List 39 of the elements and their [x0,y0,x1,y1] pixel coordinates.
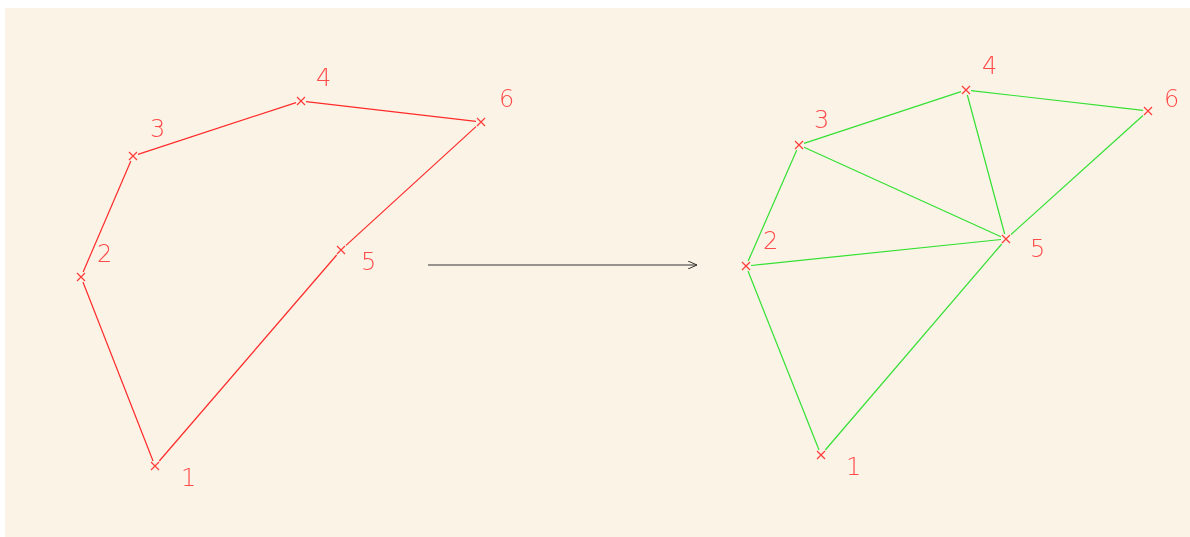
polygon-edge [750,238,1002,267]
polygon-edge [747,270,820,451]
point-marker [128,151,138,161]
polygon-edge [1010,114,1144,236]
point-label: 5 [361,250,377,274]
point-label: 4 [982,54,998,78]
point-marker [741,261,751,271]
polygon-edge [747,149,798,262]
polygon-edge [803,91,962,144]
polygon-edge [305,101,477,122]
point-marker [1001,234,1011,244]
point-label: 3 [150,117,166,141]
point-marker [150,461,160,471]
point-marker [1143,106,1153,116]
point-label: 3 [814,108,830,132]
point-label: 6 [499,87,515,111]
point-label: 2 [763,229,779,253]
polygon-edge [82,281,154,462]
point-label: 6 [1164,87,1180,111]
polygon-edge [966,94,1006,235]
point-label: 2 [97,242,113,266]
point-marker [794,140,804,150]
point-label: 5 [1030,237,1046,261]
point-marker [336,245,346,255]
point-marker [961,85,971,95]
polygon-edge [803,146,1002,238]
polygon-edge [82,160,132,273]
point-marker [476,117,486,127]
point-marker [76,272,86,282]
polygon-edge [970,90,1144,111]
point-label: 4 [316,66,332,90]
point-label: 1 [846,455,862,479]
point-marker [296,96,306,106]
point-label: 1 [181,466,197,490]
polygon-edge [824,243,1003,451]
polygon-edge [158,254,338,462]
polygon-edge [137,102,297,155]
polygon-edge [345,125,477,247]
point-marker [816,450,826,460]
